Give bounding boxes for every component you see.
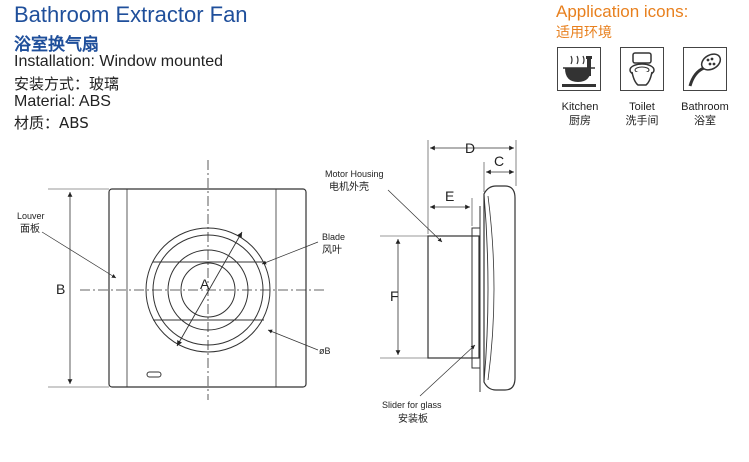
motor-housing-label-cn: 电机外壳 xyxy=(329,180,369,193)
louver-label-cn: 面板 xyxy=(20,222,40,235)
installation-spec: Installation: Window mounted xyxy=(14,53,223,70)
product-title: Bathroom Extractor Fan xyxy=(14,2,248,27)
application-title: Application icons: xyxy=(556,2,689,21)
toilet-icon xyxy=(620,47,664,91)
blade-label-cn: 风叶 xyxy=(322,244,342,256)
louver-label: Louver xyxy=(17,211,45,221)
application-title-cn: 适用环境 xyxy=(556,25,612,41)
slider-label: Slider for glass xyxy=(382,400,442,410)
dim-d-label: D xyxy=(465,140,475,156)
toilet-label: Toilet 洗手间 xyxy=(625,101,659,127)
dim-c-label: C xyxy=(494,153,504,169)
motor-housing-label: Motor Housing xyxy=(325,169,384,179)
side-view xyxy=(380,140,517,397)
material-spec: Material: ABS xyxy=(14,93,111,110)
blade-label: Blade xyxy=(322,232,345,242)
product-title-cn: 浴室换气扇 xyxy=(14,35,99,55)
dim-b-label: B xyxy=(56,281,65,297)
front-view xyxy=(41,160,326,400)
kitchen-label: Kitchen 厨房 xyxy=(561,101,599,127)
dim-e-label: E xyxy=(445,188,454,204)
kitchen-icon xyxy=(557,47,601,91)
dim-f-label: F xyxy=(390,288,399,304)
bathroom-label: Bathroom 浴室 xyxy=(681,101,729,127)
motor-housing xyxy=(427,235,480,359)
bathroom-shower-icon xyxy=(683,47,727,91)
dim-a-label: A xyxy=(200,276,210,292)
material-spec-cn: 材质：ABS xyxy=(14,114,89,132)
louver-panel xyxy=(108,188,307,388)
phi-b-label: øB xyxy=(319,346,331,356)
installation-spec-cn: 安装方式：玻璃 xyxy=(14,75,120,93)
slider-label-cn: 安装板 xyxy=(398,412,428,425)
